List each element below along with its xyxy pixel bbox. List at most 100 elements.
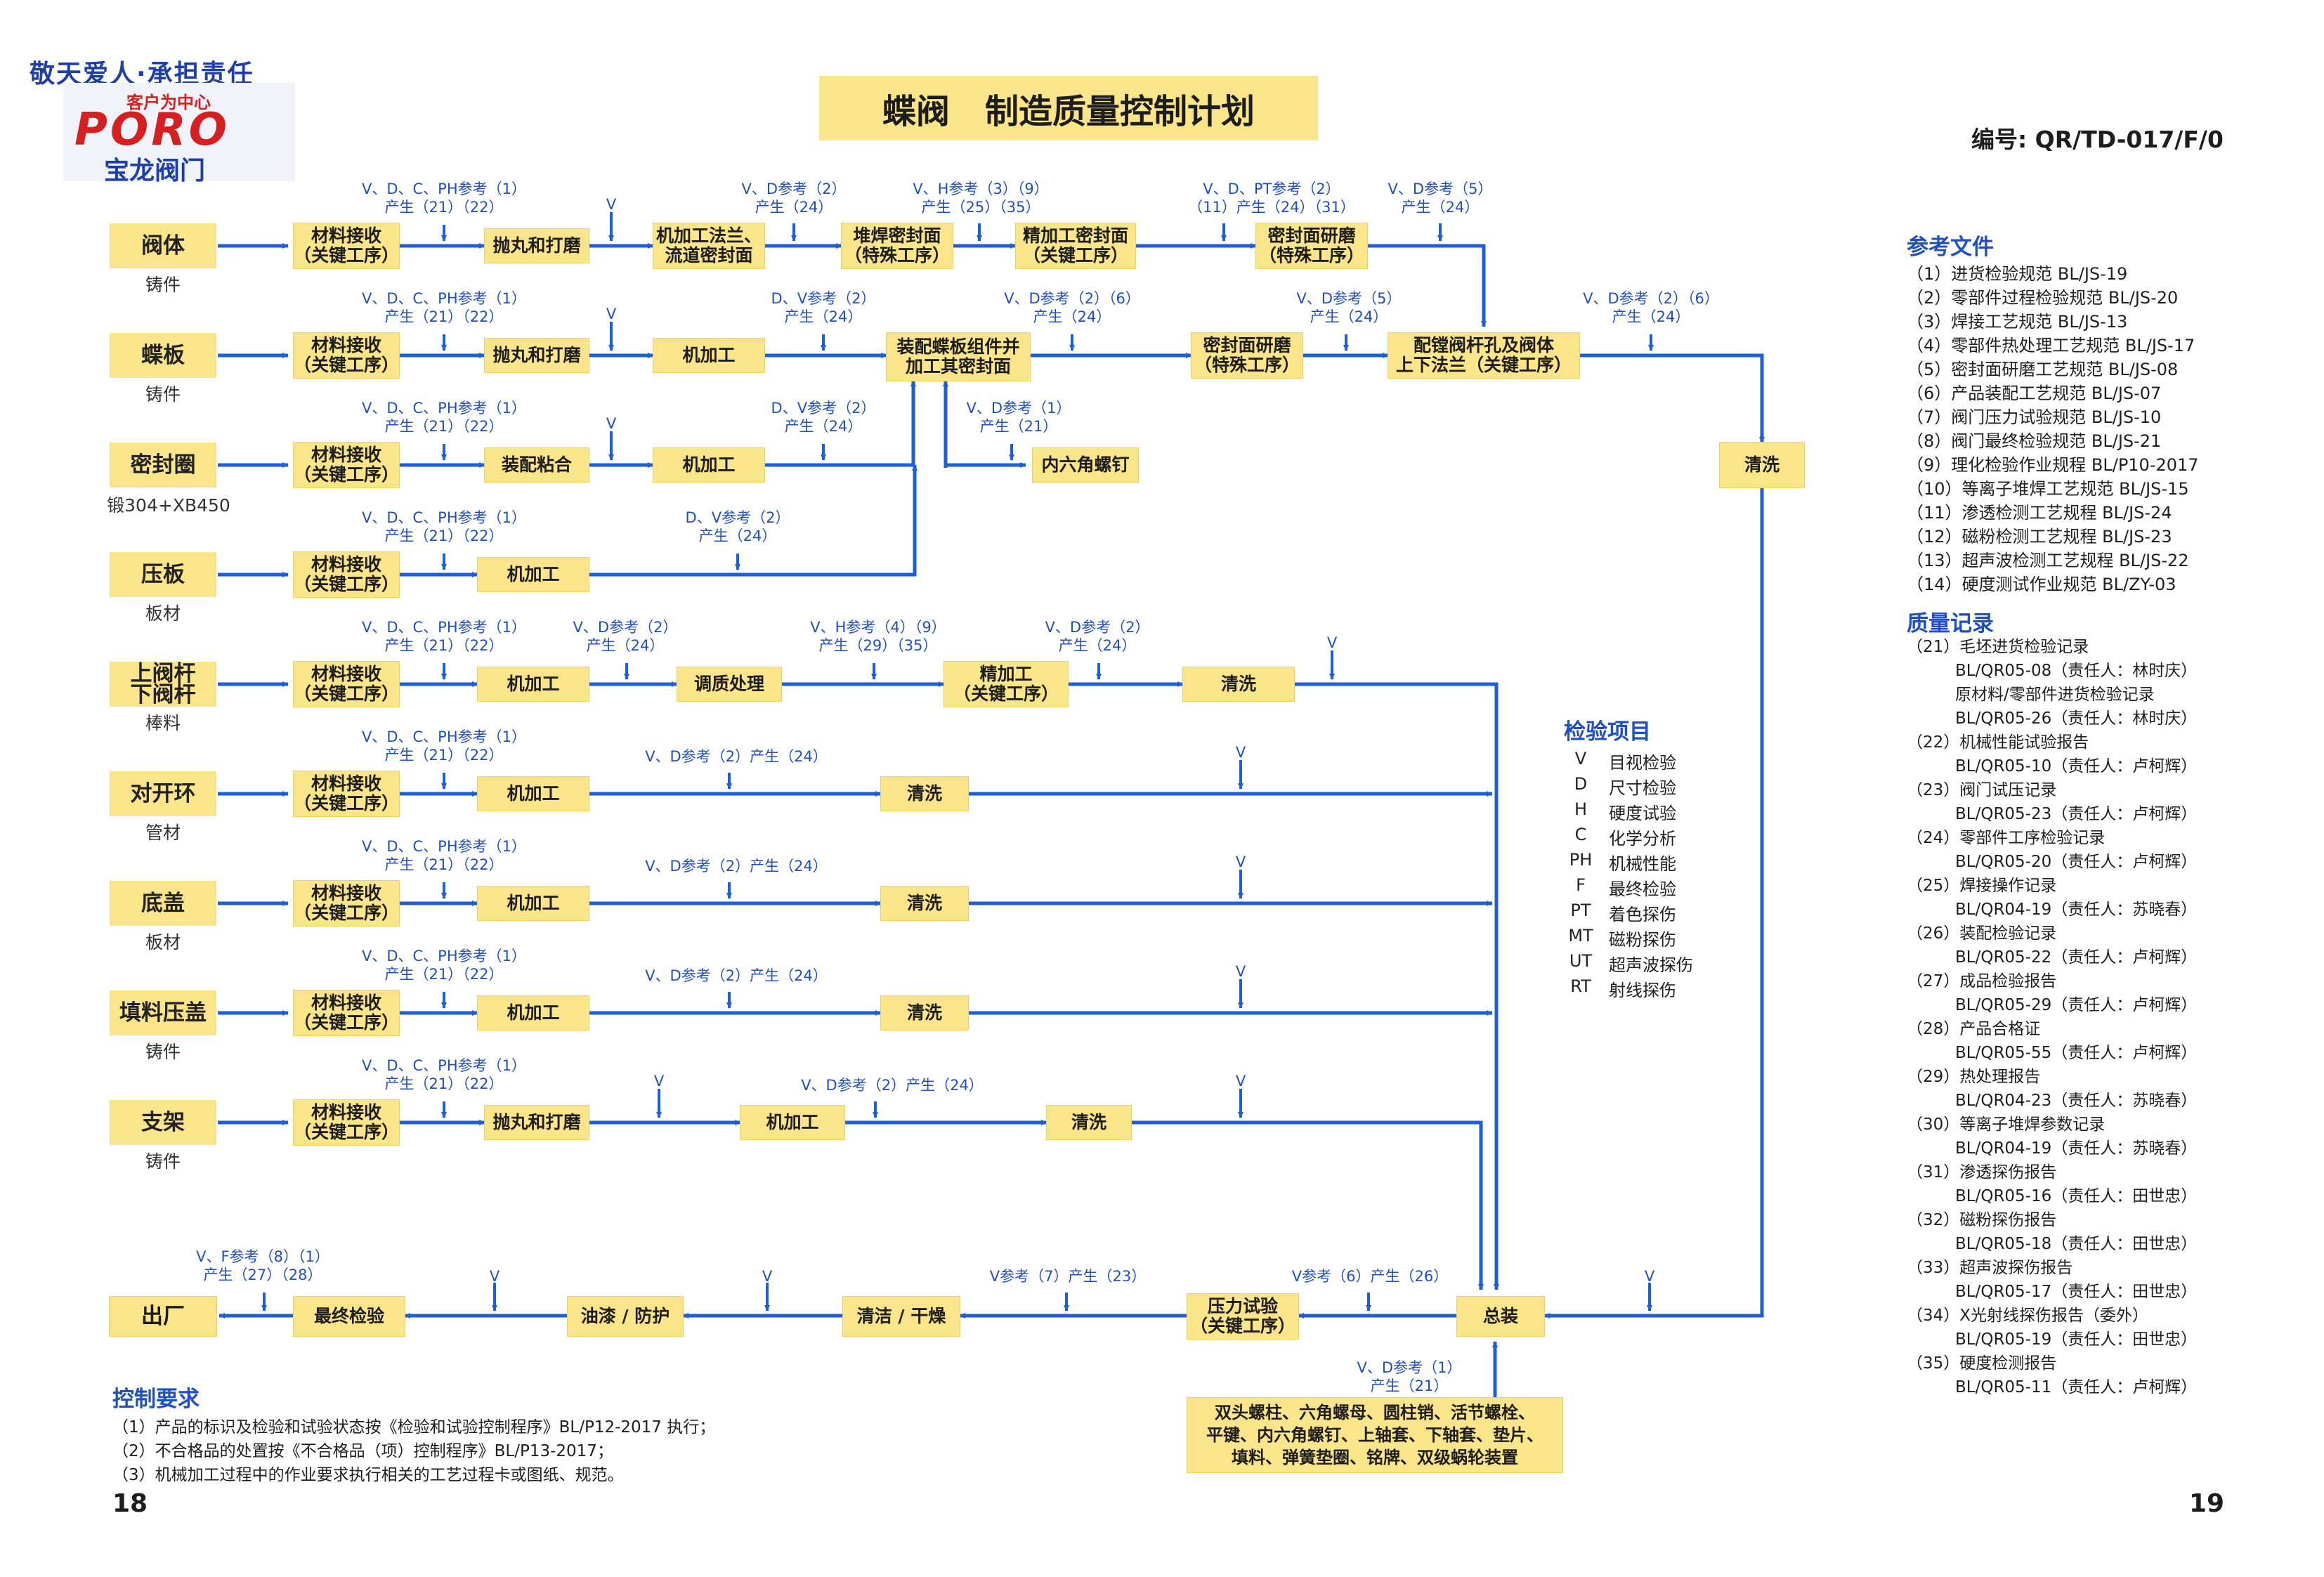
machining-box: 机加工: [478, 667, 589, 701]
legend-name: 硬度试验: [1609, 804, 1676, 823]
v-marker: V: [1326, 634, 1338, 651]
legend-name: 磁粉探伤: [1609, 930, 1676, 950]
legend-name: 机械性能: [1609, 854, 1676, 874]
receive-box: 材料接收 （关键工序）: [294, 1100, 399, 1145]
v-marker: V: [606, 415, 617, 432]
legend-name: 最终检验: [1609, 879, 1676, 899]
record-line: BL/QR05-55（责任人：卢柯辉）: [1907, 1044, 2198, 1062]
part-bottom-cover-material: 板材: [145, 932, 181, 953]
v-marker: V: [606, 306, 617, 322]
control-item: （2）不合格品的处置按《不合格品（项）控制程序》BL/P13-2017；: [112, 1442, 613, 1460]
reference-item: （9）理化检验作业规程 BL/P10-2017: [1907, 455, 2199, 475]
disc-annotation: V、D参考（2）（6） 产生（24）: [1004, 290, 1140, 325]
body-annotation: V、D参考（2） 产生（24）: [741, 181, 847, 216]
disc-annotation: V、D参考（5） 产生（24）: [1296, 290, 1402, 325]
reference-item: （2）零部件过程检验规范 BL/JS-20: [1907, 288, 2179, 308]
record-line: （33）超声波探伤报告: [1907, 1259, 2073, 1277]
body-annotation: V、H参考（3）（9） 产生（25）（35）: [913, 181, 1049, 216]
record-line: （24）零部件工序检验记录: [1907, 829, 2106, 847]
record-line: BL/QR05-08（责任人：林时庆）: [1907, 662, 2198, 680]
part-body-material: 铸件: [145, 275, 181, 295]
record-line: （21）毛坯进货检验记录: [1907, 638, 2089, 656]
legend-code: V: [1574, 749, 1587, 768]
pressure-plate-annotation: D、V参考（2） 产生（24）: [685, 509, 790, 544]
part-split-ring-material: 管材: [145, 823, 181, 843]
clean-box: 清洗: [1047, 1106, 1131, 1139]
clean-box: 清洗: [1183, 667, 1294, 701]
assemble-disc-box: 装配蝶板组件并 加工其密封面: [887, 333, 1030, 381]
clean-box-main: 清洗: [1720, 443, 1804, 488]
part-pressure-plate: 压板: [110, 552, 216, 597]
part-bracket: 支架: [110, 1100, 216, 1145]
legend-name: 着色探伤: [1609, 905, 1676, 924]
part-bottom-cover: 底盖: [110, 881, 216, 926]
reference-item: （8）阀门最终检验规范 BL/JS-21: [1907, 431, 2162, 451]
receive-box: 材料接收 （关键工序）: [294, 443, 399, 488]
part-disc-material: 铸件: [145, 384, 181, 405]
part-stems: 上阀杆 下阀杆: [110, 662, 216, 707]
machining-box: 机加工: [478, 996, 589, 1030]
record-line: BL/QR05-29（责任人：卢柯辉）: [1907, 996, 2198, 1014]
seal-ring-annotation: D、V参考（2） 产生（24）: [771, 400, 876, 435]
legend-code: MT: [1568, 926, 1593, 945]
record-line: BL/QR05-20（责任人：卢柯辉）: [1907, 853, 2198, 871]
control-item: （3）机械加工过程中的作业要求执行相关的工艺过程卡或图纸、规范。: [112, 1466, 624, 1484]
legend-code: UT: [1569, 951, 1593, 971]
legend-name: 超声波探伤: [1609, 955, 1693, 975]
page-title: 蝶阀 制造质量控制计划: [819, 76, 1318, 140]
receive-annotation: V、D、C、PH参考（1） 产生（21）（22）: [361, 1057, 526, 1092]
v-marker: V: [653, 1073, 665, 1089]
receive-annotation: V、D、C、PH参考（1） 产生（21）（22）: [361, 948, 526, 983]
reference-item: （12）磁粉检测工艺规程 BL/JS-23: [1907, 527, 2172, 547]
page-number-left: 18: [112, 1489, 148, 1518]
record-line: 原材料/零部件进货检验记录: [1907, 686, 2155, 704]
stem-annotation: V、H参考（4）（9） 产生（29）（35）: [810, 619, 946, 654]
v-marker: V: [1235, 963, 1246, 980]
part-body: 阀体: [110, 223, 216, 268]
references-title: 参考文件: [1907, 235, 1994, 260]
reference-item: （6）产品装配工艺规范 BL/JS-07: [1907, 384, 2162, 403]
clean-dry-box: 清洁 / 干燥: [843, 1297, 960, 1336]
clean-box: 清洗: [881, 996, 968, 1030]
record-line: （35）硬度检测报告: [1907, 1354, 2057, 1373]
weld-seal-face-box: 堆焊密封面 （特殊工序）: [842, 223, 953, 268]
legend-code: PH: [1569, 850, 1593, 870]
legend-code: RT: [1570, 976, 1591, 996]
legend-name: 射线探伤: [1609, 981, 1676, 1000]
record-line: BL/QR05-16（责任人：田世忠）: [1907, 1187, 2198, 1205]
record-line: BL/QR04-23（责任人：苏晓春）: [1907, 1092, 2198, 1110]
disc-grind-seal-box: 密封面研磨 （特殊工序）: [1192, 333, 1303, 378]
receive-annotation: V、D、C、PH参考（1） 产生（21）（22）: [361, 728, 526, 764]
legend-name: 目视检验: [1609, 753, 1676, 773]
legend-code: H: [1574, 799, 1588, 819]
reference-item: （4）零部件热处理工艺规范 BL/JS-17: [1907, 336, 2195, 355]
record-line: BL/QR05-17（责任人：田世忠）: [1907, 1283, 2198, 1301]
company-logo: 客户为中心 PORO 宝龙阀门: [63, 83, 295, 185]
part-seal-ring: 密封圈: [110, 443, 216, 488]
record-line: BL/QR05-11（责任人：卢柯辉）: [1907, 1378, 2198, 1396]
receive-annotation: V、D、C、PH参考（1） 产生（21）（22）: [361, 838, 526, 873]
machining-box: 机加工: [478, 558, 589, 591]
legend-name: 化学分析: [1609, 829, 1676, 849]
record-line: BL/QR05-18（责任人：田世忠）: [1907, 1235, 2198, 1253]
gland-annotation: V、D参考（2）产生（24）: [645, 967, 828, 984]
part-pressure-plate-material: 板材: [145, 603, 181, 624]
receive-annotation: V、D、C、PH参考（1） 产生（21）（22）: [361, 509, 526, 544]
split-ring-annotation: V、D参考（2）产生（24）: [645, 748, 828, 765]
record-line: BL/QR05-26（责任人：林时庆）: [1907, 709, 2198, 728]
record-line: （23）阀门试压记录: [1907, 781, 2057, 799]
record-line: （34）X光射线探伤报告（委外）: [1907, 1307, 2149, 1325]
receive-box: 材料接收 （关键工序）: [294, 771, 399, 816]
body-flange-machining-box: 机加工法兰、 流道密封面: [653, 223, 764, 268]
logo-tagline: 客户为中心: [126, 93, 211, 112]
machining-box: 机加工: [653, 339, 764, 372]
body-annotation: V、D、PT参考（2） （11）产生（24）（31）: [1188, 181, 1355, 216]
receive-box: 材料接收 （关键工序）: [294, 333, 399, 378]
machining-box: 机加工: [653, 448, 764, 482]
reference-item: （7）阀门压力试验规范 BL/JS-10: [1907, 407, 2162, 427]
shot-blast-box: 抛丸和打磨: [485, 1106, 589, 1139]
record-line: （22）机械性能试验报告: [1907, 733, 2089, 752]
receive-box: 材料接收 （关键工序）: [294, 990, 399, 1035]
machining-box: 机加工: [478, 777, 589, 811]
